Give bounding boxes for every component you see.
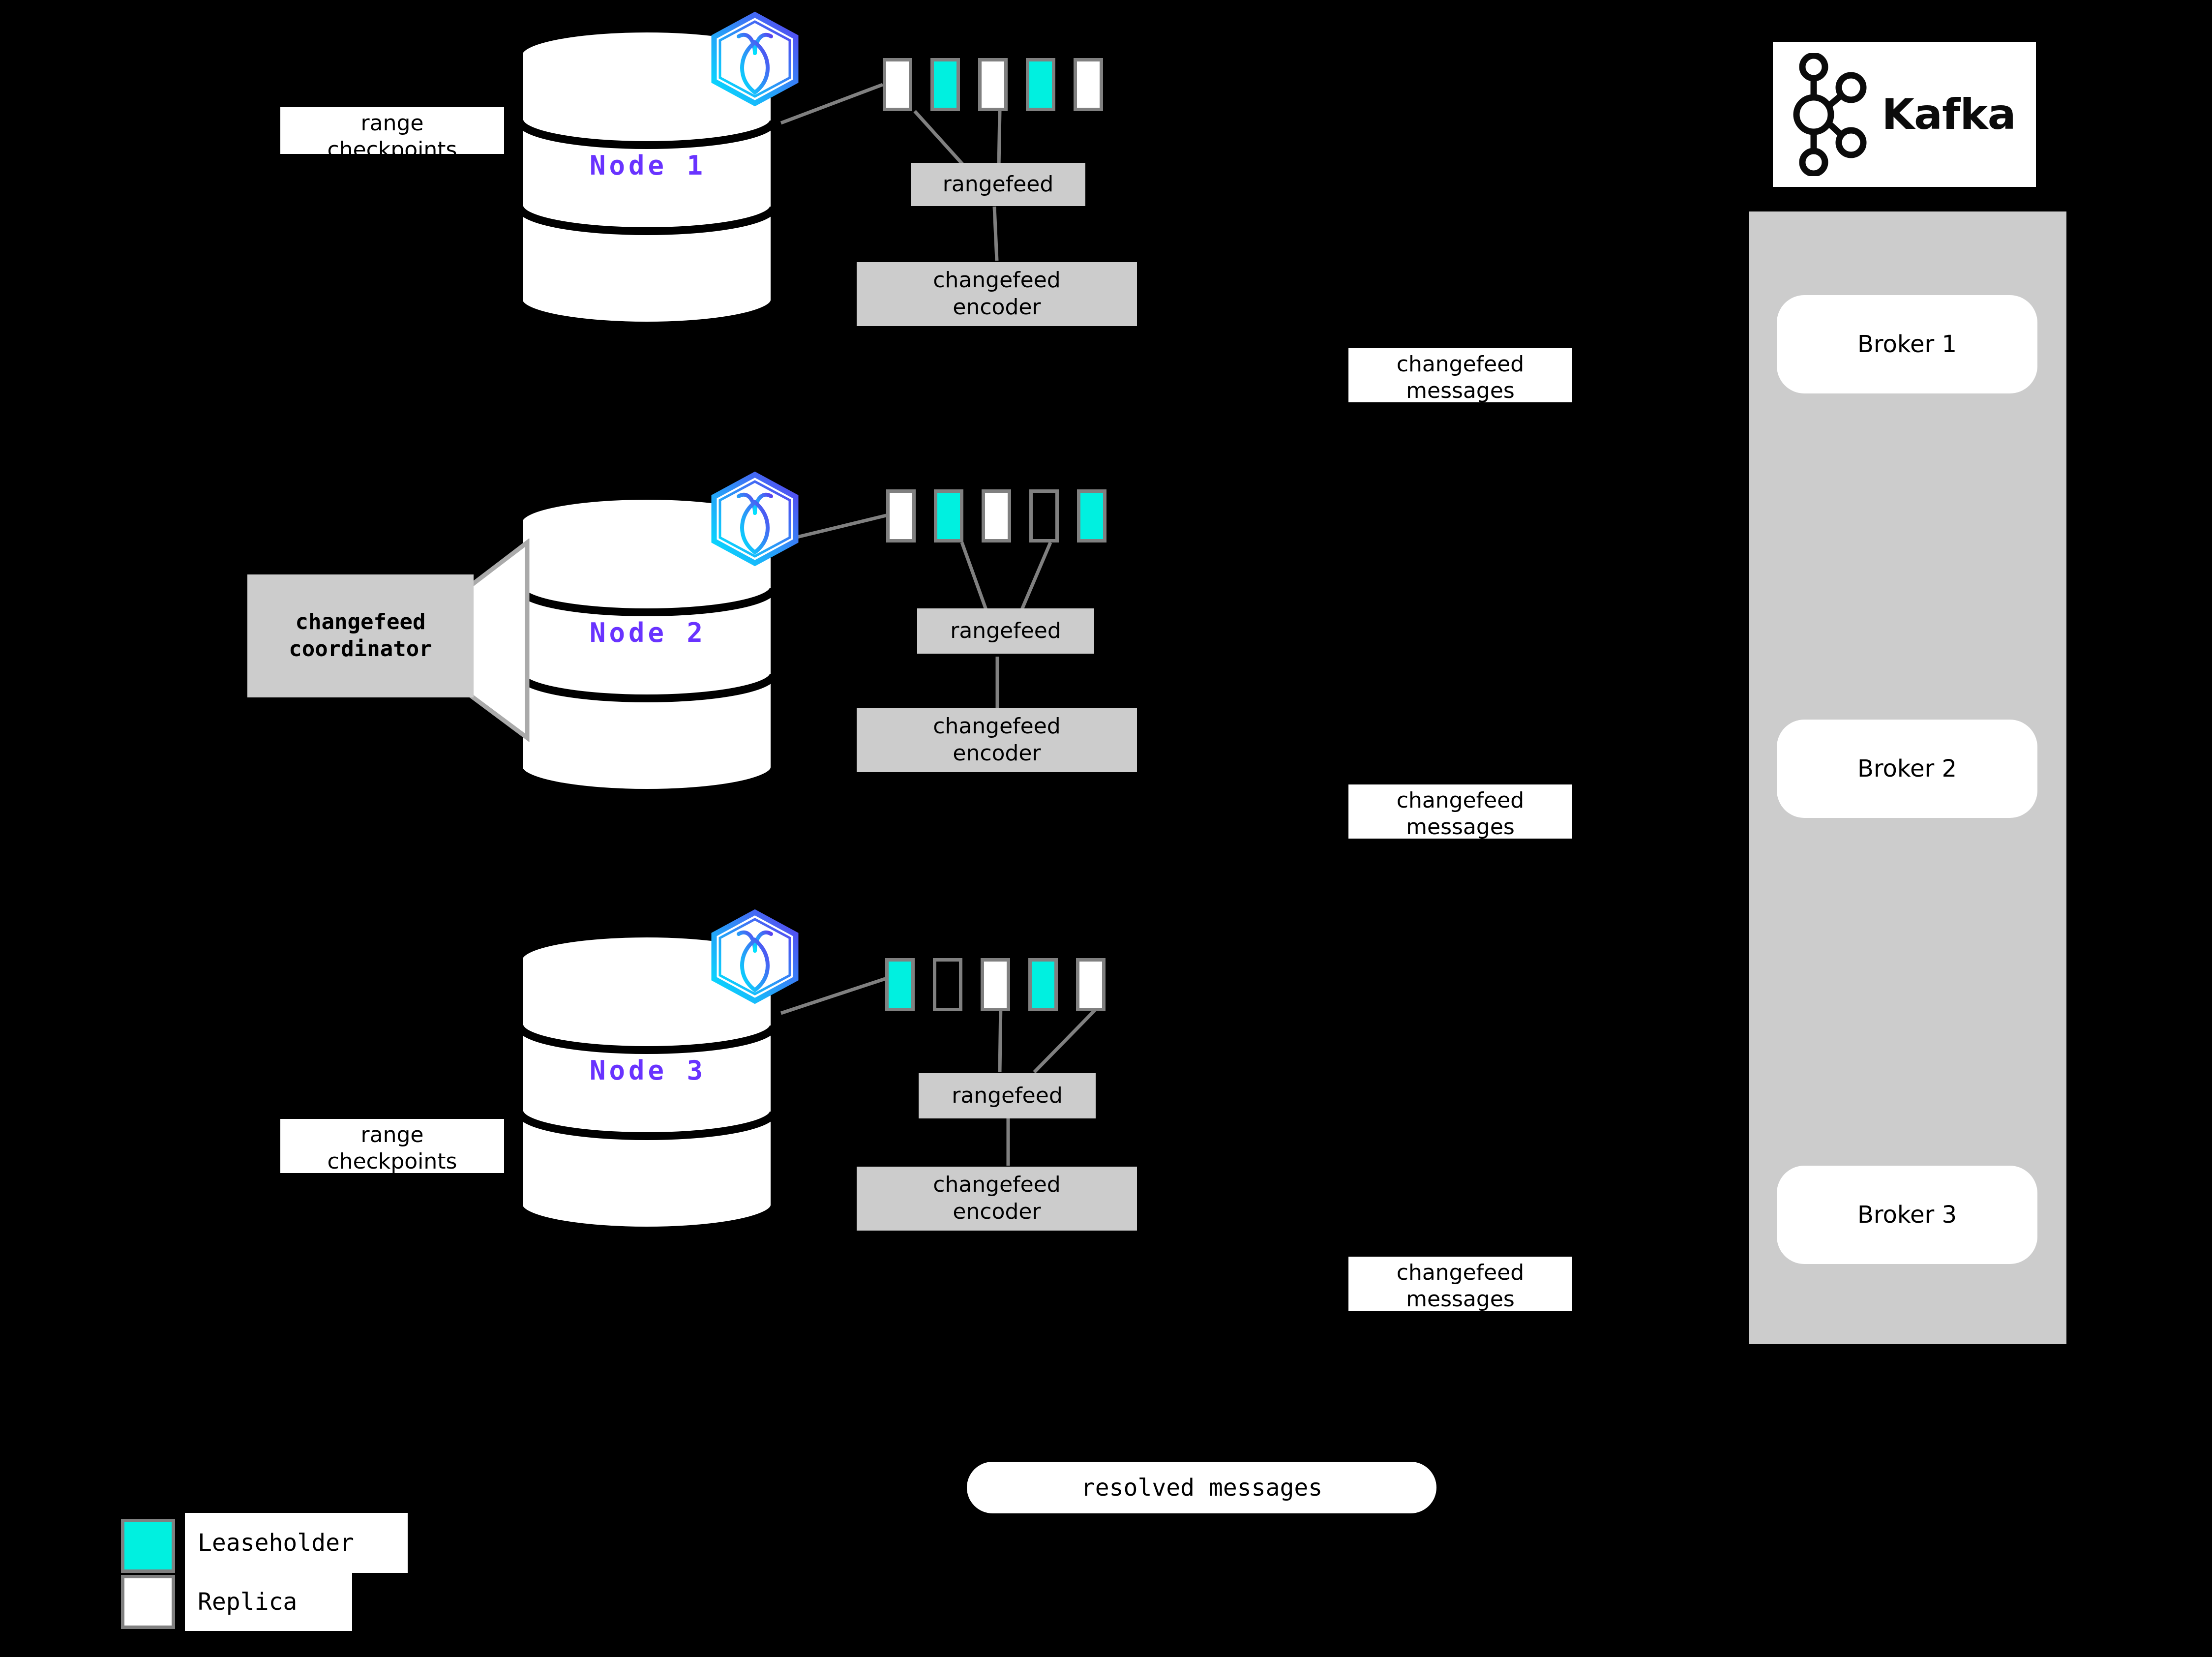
node-3-group: Node 3: [514, 930, 782, 1235]
node-label: Node 2: [589, 617, 707, 648]
kafka-node-graph-icon: [1793, 53, 1867, 176]
changefeed-messages-label-1: changefeed messages: [1348, 348, 1572, 402]
node-1-group: Node 1: [514, 25, 782, 330]
range-box[interactable]: [1076, 958, 1106, 1011]
kafka-logo: Kafka: [1773, 42, 2036, 187]
node-1-changefeed-encoder[interactable]: changefeed encoder: [857, 262, 1137, 326]
node-2-rangefeed[interactable]: rangefeed: [917, 608, 1094, 654]
range-box[interactable]: [1077, 489, 1106, 542]
range-box[interactable]: [933, 958, 962, 1011]
range-box[interactable]: [1026, 58, 1055, 111]
node-3-ranges: [885, 958, 1124, 1011]
broker-item-2[interactable]: Broker 2: [1777, 720, 2037, 818]
legend-swatch-leaseholder: [121, 1519, 175, 1573]
cockroachdb-hex-icon: [708, 907, 802, 1006]
range-box[interactable]: [1028, 958, 1058, 1011]
changefeed-messages-label-3: changefeed messages: [1348, 1257, 1572, 1311]
resolved-messages-pill[interactable]: resolved messages: [967, 1462, 1436, 1513]
node-cylinder: [516, 932, 777, 1233]
changefeed-coordinator-box[interactable]: changefeed coordinator: [247, 574, 474, 697]
range-box[interactable]: [930, 58, 960, 111]
legend-label-leaseholder: Leaseholder: [185, 1513, 408, 1573]
node-3-rangefeed[interactable]: rangefeed: [919, 1073, 1096, 1118]
changefeed-messages-label-2: changefeed messages: [1348, 784, 1572, 839]
kafka-wordmark: Kafka: [1882, 90, 2016, 139]
node-cylinder: [516, 494, 777, 795]
node-1-ranges: [883, 58, 1121, 111]
legend-label-replica: Replica: [185, 1573, 352, 1631]
range-box[interactable]: [981, 958, 1010, 1011]
node-1-rangefeed[interactable]: rangefeed: [911, 163, 1085, 206]
node-2-ranges: [886, 489, 1125, 542]
range-box[interactable]: [978, 58, 1008, 111]
range-box[interactable]: [886, 489, 916, 542]
range-box[interactable]: [982, 489, 1011, 542]
range-box[interactable]: [1074, 58, 1103, 111]
node-2-group: Node 2: [514, 492, 782, 797]
broker-item-3[interactable]: Broker 3: [1777, 1166, 2037, 1264]
cockroachdb-hex-icon: [708, 470, 802, 568]
node-1-range-checkpoints-label: range checkpoints: [280, 107, 504, 154]
node-label: Node 3: [589, 1055, 707, 1086]
node-3-range-checkpoints-label: range checkpoints: [280, 1119, 504, 1174]
node-2-changefeed-encoder[interactable]: changefeed encoder: [857, 708, 1137, 772]
range-box[interactable]: [885, 958, 915, 1011]
broker-item-1[interactable]: Broker 1: [1777, 295, 2037, 393]
cockroachdb-hex-icon: [708, 10, 802, 108]
node-3-changefeed-encoder[interactable]: changefeed encoder: [857, 1167, 1137, 1231]
node-label: Node 1: [589, 150, 707, 181]
range-box[interactable]: [934, 489, 963, 542]
legend-swatch-replica: [121, 1575, 175, 1629]
node-cylinder: [516, 27, 777, 328]
coordinator-wedge: [469, 539, 530, 742]
range-box[interactable]: [883, 58, 912, 111]
range-box[interactable]: [1029, 489, 1059, 542]
